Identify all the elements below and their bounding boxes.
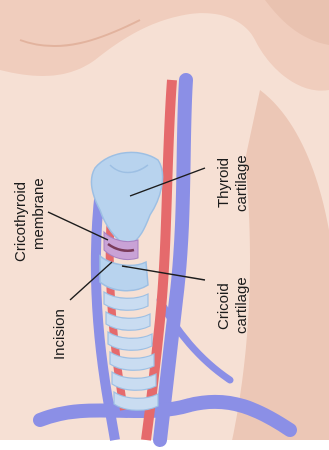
label-incision: Incision	[51, 309, 68, 360]
label-cricothyroid-line1: Cricothyroid	[12, 182, 29, 262]
label-thyroid-line2: cartilage	[233, 155, 250, 212]
label-cricoid-line1: Cricoid	[215, 283, 232, 330]
label-cricothyroid-line2: membrane	[30, 178, 47, 250]
label-cricothyroid-membrane: Cricothyroid membrane	[12, 178, 47, 262]
label-thyroid-line1: Thyroid	[215, 158, 232, 208]
label-incision-text: Incision	[51, 309, 68, 360]
label-cricoid-cartilage: Cricoid cartilage	[215, 277, 250, 334]
label-thyroid-cartilage: Thyroid cartilage	[215, 155, 250, 212]
label-cricoid-line2: cartilage	[233, 277, 250, 334]
